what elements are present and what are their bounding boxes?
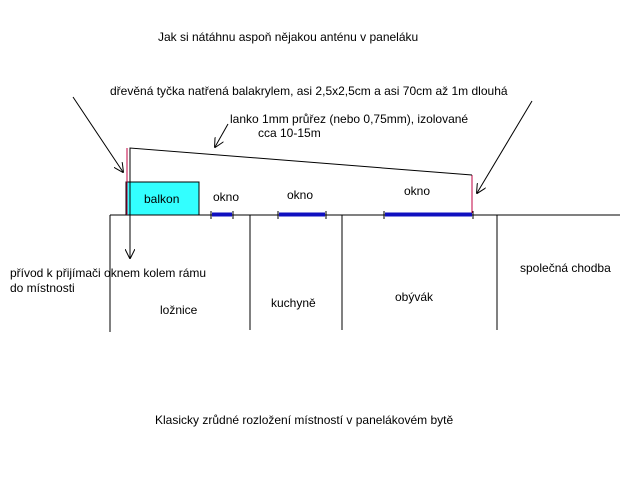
wire-annotation-line1: lanko 1mm průřez (nebo 0,75mm), izolovan… (230, 112, 469, 126)
living-room-label: obývák (395, 290, 434, 304)
feed-annotation-line2: do místnosti (10, 281, 75, 295)
window-2-label: okno (287, 188, 314, 202)
bedroom-label: ložnice (160, 303, 198, 317)
stick-arrow-left (72, 96, 123, 172)
wire-annotation-line2: cca 10-15m (258, 126, 321, 140)
stick-arrow-right (477, 100, 533, 193)
diagram-caption: Klasicky zrůdné rozložení místností v pa… (155, 413, 454, 427)
balcony-rect (125, 181, 200, 216)
balcony-label: balkon (144, 192, 180, 206)
antenna-wire (129, 147, 473, 257)
wire-arrow (215, 123, 229, 147)
feed-annotation-line1: přívod k přijímači oknem kolem rámu (10, 266, 207, 280)
stick-annotation: dřevěná tyčka natřená balakrylem, asi 2,… (110, 84, 508, 98)
diagram-title: Jak si nátáhnu aspoň nějakou anténu v pa… (158, 30, 419, 44)
window-1-label: okno (213, 190, 240, 204)
kitchen-label: kuchyně (271, 296, 316, 310)
corridor-label: společná chodba (520, 261, 611, 275)
window-3-label: okno (404, 184, 431, 198)
